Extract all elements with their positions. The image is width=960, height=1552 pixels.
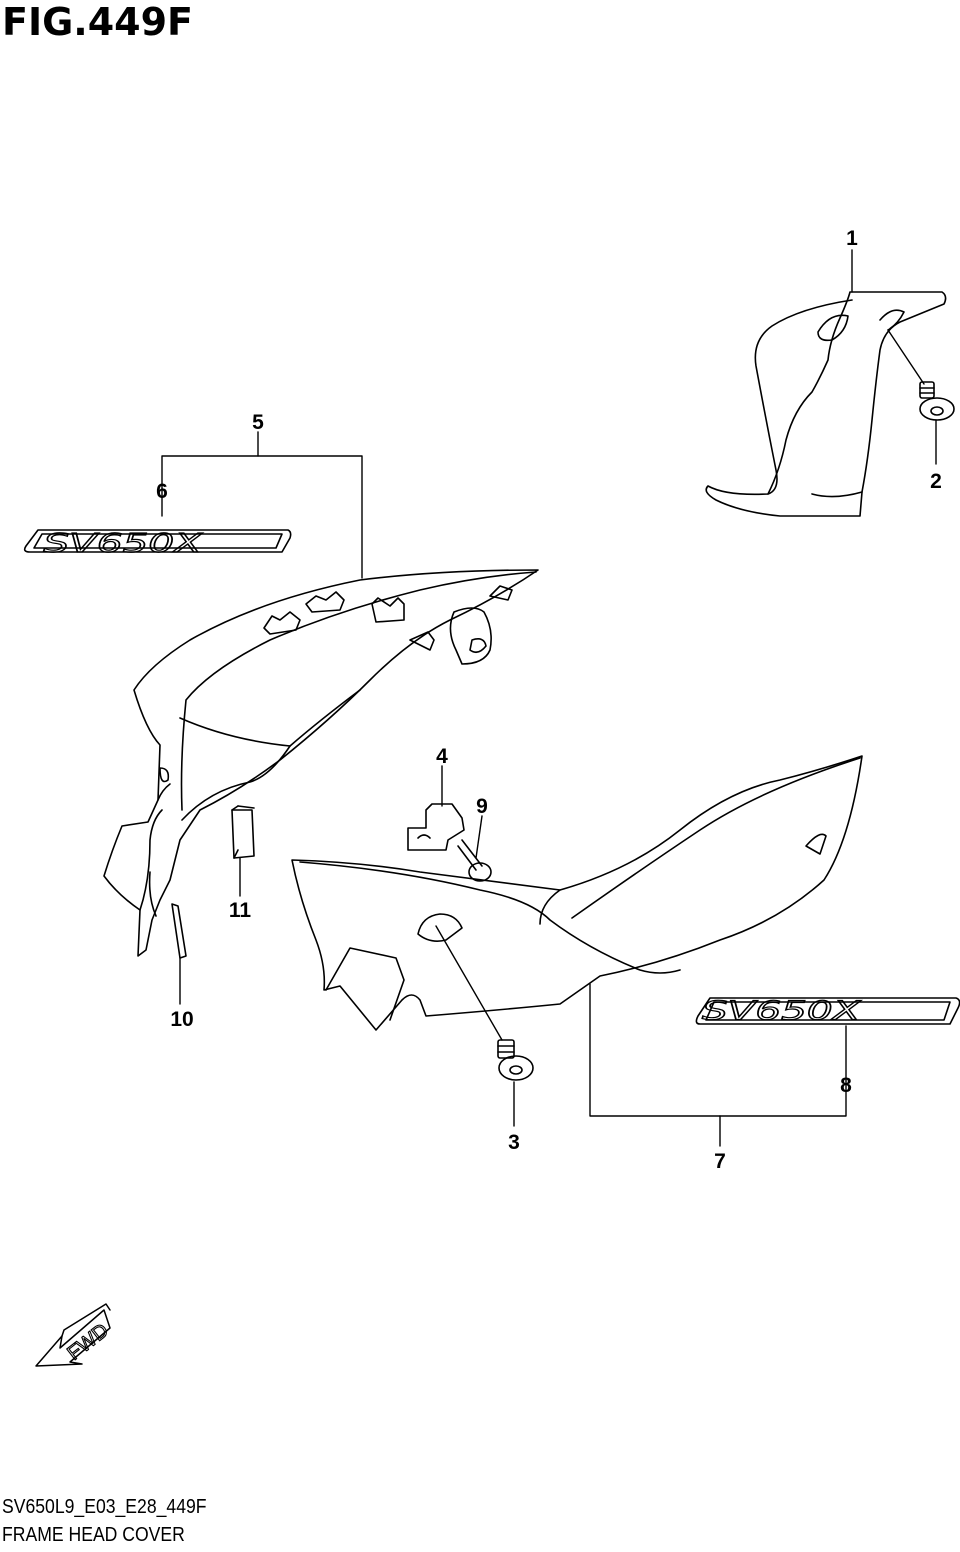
emblem-right-text: SV650X bbox=[702, 996, 861, 1026]
callout-5: 5 bbox=[252, 411, 264, 434]
leader-lines bbox=[161, 249, 937, 1147]
part-2-screw bbox=[919, 381, 955, 421]
emblem-left-text: SV650X bbox=[44, 528, 203, 558]
part-10-pad bbox=[171, 903, 187, 959]
fwd-arrow-icon bbox=[35, 1303, 111, 1367]
callout-10: 10 bbox=[170, 1008, 193, 1031]
part-5-cover bbox=[103, 569, 539, 957]
part-1-cover bbox=[705, 291, 947, 517]
callout-9: 9 bbox=[476, 795, 488, 818]
figure-name: FRAME HEAD COVER bbox=[2, 1524, 185, 1546]
figure-code: SV650L9_E03_E28_449F bbox=[2, 1496, 207, 1518]
callout-2: 2 bbox=[930, 470, 942, 493]
part-11-damper bbox=[231, 805, 255, 859]
callout-8: 8 bbox=[840, 1074, 852, 1097]
callout-7: 7 bbox=[714, 1150, 726, 1173]
callout-3: 3 bbox=[508, 1131, 520, 1154]
part-8-emblem bbox=[695, 997, 960, 1025]
part-4-bracket bbox=[407, 803, 465, 851]
callout-4: 4 bbox=[436, 745, 448, 768]
part-7-cover bbox=[291, 755, 863, 1031]
callout-1: 1 bbox=[846, 227, 858, 250]
figure-title: FIG.449F bbox=[2, 0, 194, 44]
part-9-bolt bbox=[457, 839, 492, 882]
part-6-emblem bbox=[23, 529, 292, 553]
callout-11: 11 bbox=[229, 899, 252, 922]
part-3-screw bbox=[497, 1039, 534, 1081]
callout-6: 6 bbox=[156, 480, 168, 503]
